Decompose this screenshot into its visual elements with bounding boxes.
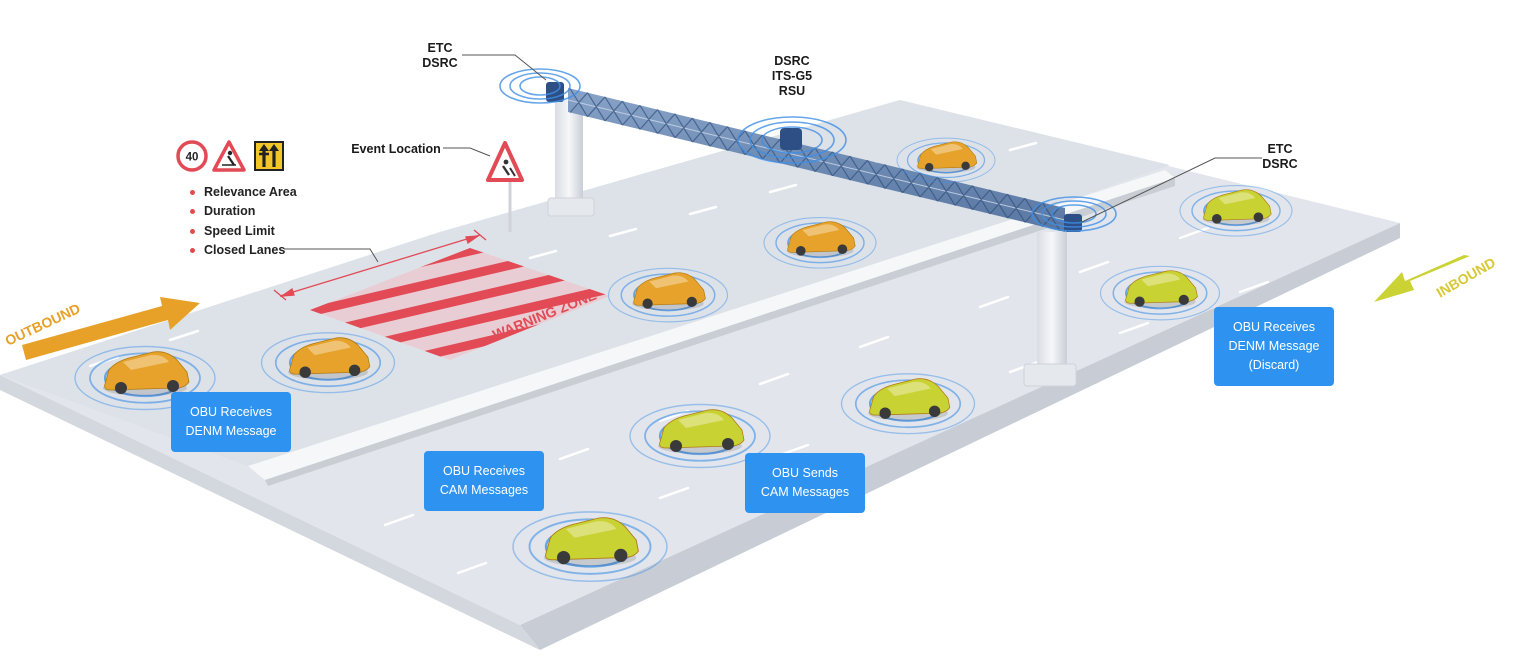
speed-limit-sign-icon: 40: [178, 142, 206, 170]
inbound-label: INBOUND: [1434, 254, 1499, 301]
attribute-duration: Duration: [190, 202, 297, 221]
attribute-closed-lanes: Closed Lanes: [190, 241, 297, 260]
event-attributes-list: Relevance Area Duration Speed Limit Clos…: [190, 183, 297, 260]
attribute-speed-limit: Speed Limit: [190, 222, 297, 241]
attribute-relevance-area: Relevance Area: [190, 183, 297, 202]
roadworks-sign-icon: [214, 142, 244, 170]
event-signs: 40: [176, 140, 288, 174]
inbound-arrow-icon: INBOUND: [1374, 254, 1498, 302]
speed-limit-value: 40: [186, 152, 199, 164]
event-location-label: Event Location: [346, 142, 446, 157]
rsu-unit: [780, 128, 802, 150]
closed-lanes-sign-icon: [255, 142, 283, 170]
